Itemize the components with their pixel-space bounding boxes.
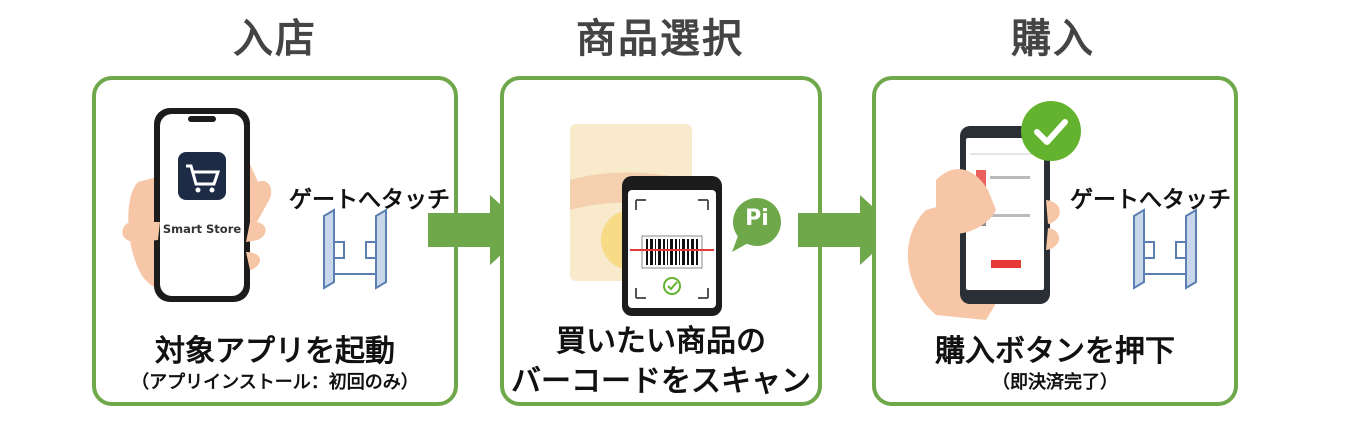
pi-badge-label: Pi (728, 206, 786, 231)
step-3-heading: 購入 (953, 6, 1153, 64)
step-1-caption: 対象アプリを起動 (96, 326, 454, 370)
barcode-icon (630, 236, 714, 268)
step-2-heading: 商品選択 (560, 6, 760, 64)
scanner-phone (622, 176, 722, 316)
step-1-subcaption: （アプリインストール：初回のみ） (96, 368, 454, 394)
app-name-label: Smart Store (160, 222, 244, 236)
gate-icon (316, 208, 396, 292)
step-2-caption-line-1: 買いたい商品の (504, 316, 818, 360)
step-3-panel: ゲートへタッチ 購入ボタンを押下 （即決済完了） (872, 76, 1238, 406)
step-2-panel: Pi 買いたい商品の バーコードをスキャン (500, 76, 822, 406)
hand-phone-icon (118, 102, 278, 302)
step-2-caption-line-2: バーコードをスキャン (504, 356, 818, 400)
step-1-panel: Smart Store ゲートへタッチ 対象アプリを起動 （アプリインストール：… (92, 76, 458, 406)
step-1-heading: 入店 (175, 6, 375, 64)
step-3-subcaption: （即決済完了） (876, 368, 1234, 394)
gate-icon (1126, 208, 1206, 292)
checkmark-icon (1020, 100, 1082, 162)
step-3-caption: 購入ボタンを押下 (876, 326, 1234, 370)
